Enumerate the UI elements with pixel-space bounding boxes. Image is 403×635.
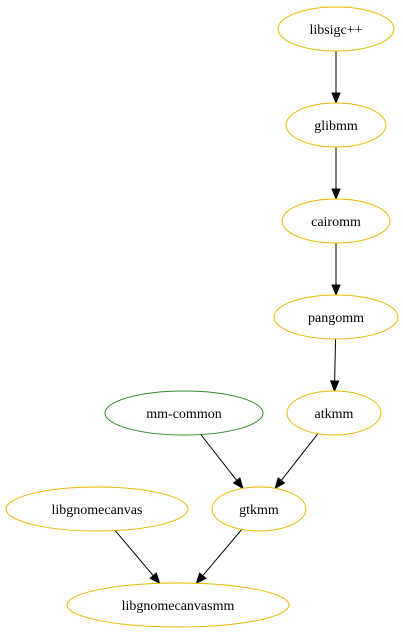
edge-atkmm-to-gtkmm [274,433,319,490]
edge-mm-common-to-gtkmm [200,434,244,490]
arrowhead-icon [195,572,207,585]
edge-line [114,530,154,576]
edge-gtkmm-to-libgnomecanvasmm [195,529,243,585]
node-label: cairomm [311,215,361,230]
edge-libsigcpp-to-glibmm [331,51,341,105]
arrowhead-icon [331,284,341,297]
node-mm-common[interactable]: mm-common [104,390,264,436]
node-label: pangomm [308,311,364,326]
node-label: atkmm [315,407,354,422]
node-label: libgnomecanvas [52,503,143,518]
edge-line [280,433,319,481]
node-gtkmm[interactable]: gtkmm [211,486,307,532]
arrowhead-icon [331,92,341,105]
node-glibmm[interactable]: glibmm [285,102,387,148]
node-ellipse [285,102,387,148]
node-ellipse [5,486,189,532]
node-libsigc[interactable]: libsigc++ [277,6,395,52]
node-libgnomecanvasmm[interactable]: libgnomecanvasmm [66,582,290,628]
node-libgnomecanvas[interactable]: libgnomecanvas [5,486,189,532]
node-label: mm-common [146,407,221,422]
node-cairomm[interactable]: cairomm [281,198,391,244]
arrowhead-icon [274,477,286,490]
node-ellipse [277,6,395,52]
node-ellipse [66,582,290,628]
arrowhead-icon [329,380,340,393]
edge-pangomm-to-atkmm [329,338,340,393]
edge-libgnomecanvas-to-libgnomecanvasmm [114,530,161,585]
node-ellipse [211,486,307,532]
node-label: glibmm [314,119,358,134]
nodes-layer: libsigc++ glibmm cairomm pangomm atkmm mm-com… [5,6,399,628]
node-ellipse [286,390,382,436]
arrowhead-icon [331,188,341,201]
edge-line [200,434,238,481]
arrowhead-icon [232,477,244,490]
edges-layer [114,51,341,585]
node-label: libsigc++ [309,23,362,38]
node-pangomm[interactable]: pangomm [273,294,399,340]
arrowhead-icon [149,572,161,585]
node-ellipse [104,390,264,436]
edge-glibmm-to-cairomm [331,147,341,201]
node-label: gtkmm [239,503,279,518]
node-ellipse [281,198,391,244]
edge-line [202,529,243,576]
edge-line [334,338,337,382]
node-label: libgnomecanvasmm [122,599,235,614]
node-ellipse [273,294,399,340]
node-atkmm[interactable]: atkmm [286,390,382,436]
edge-cairomm-to-pangomm [331,243,341,297]
